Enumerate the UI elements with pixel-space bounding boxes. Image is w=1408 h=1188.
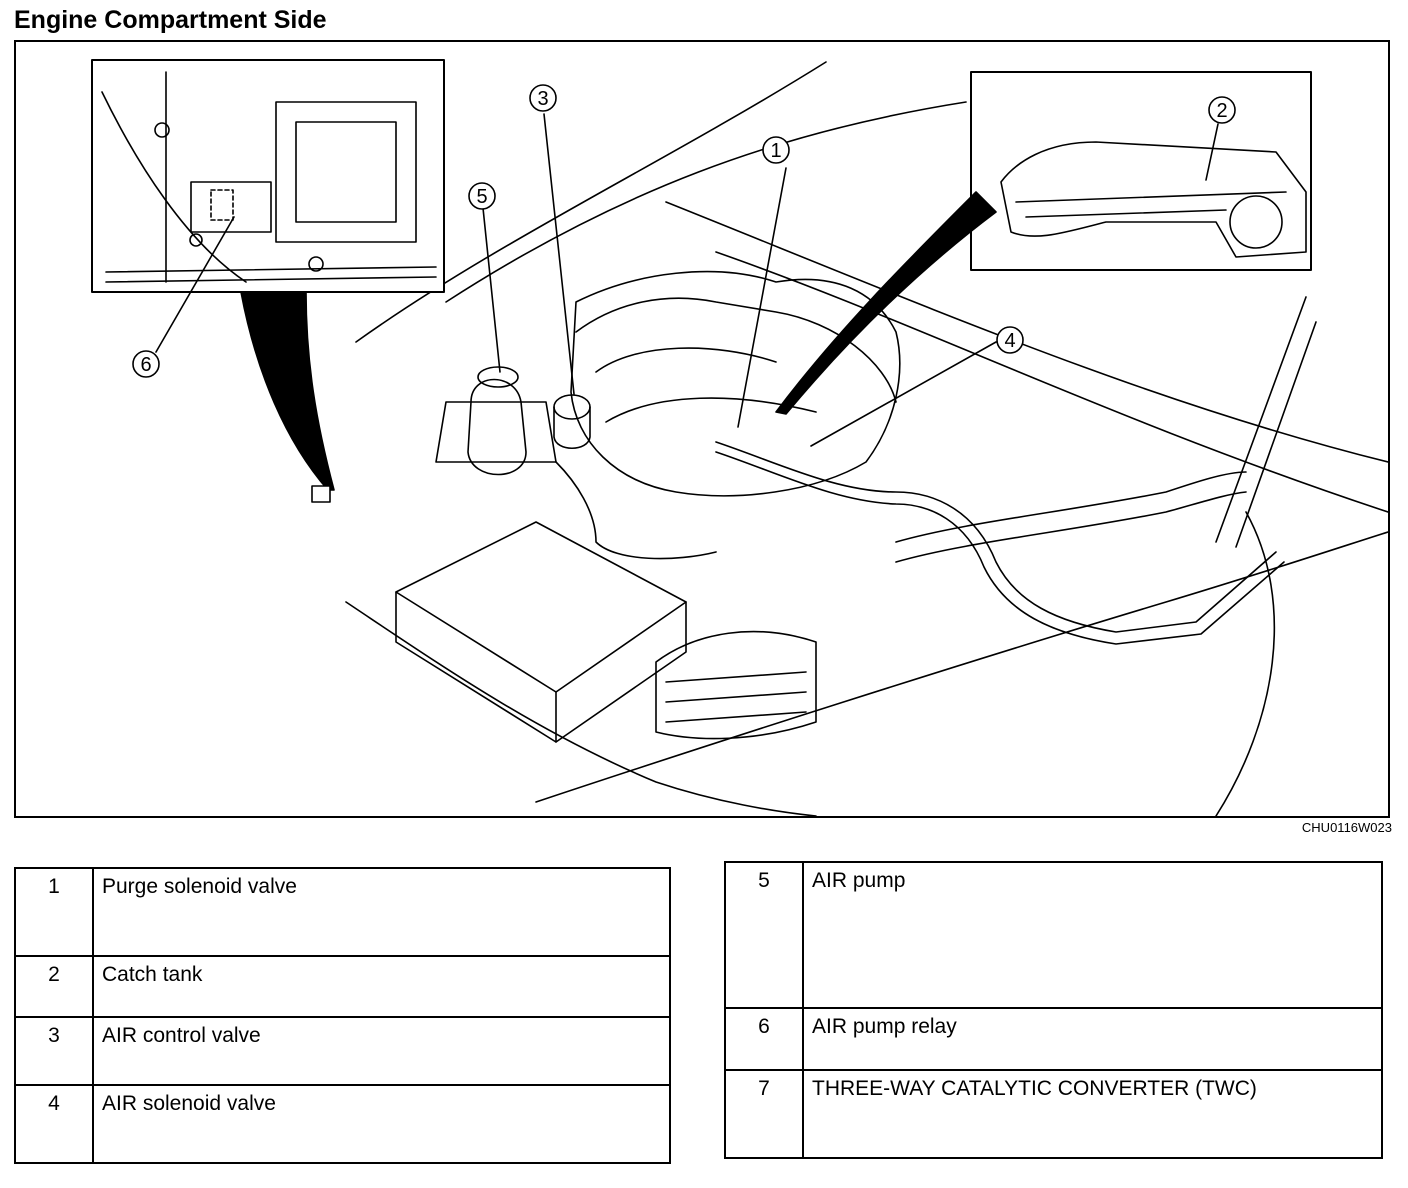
parts-table-right: 5 AIR pump 6 AIR pump relay 7 THREE-WAY … bbox=[724, 861, 1383, 1159]
table-row: 4 AIR solenoid valve bbox=[14, 1084, 671, 1164]
leader-4 bbox=[810, 341, 997, 447]
callout-6: 6 bbox=[132, 350, 160, 378]
table-row: 6 AIR pump relay bbox=[724, 1007, 1383, 1071]
table-row: 7 THREE-WAY CATALYTIC CONVERTER (TWC) bbox=[724, 1069, 1383, 1159]
part-number: 2 bbox=[14, 955, 94, 1018]
callout-label: 3 bbox=[537, 88, 548, 110]
part-name: AIR pump relay bbox=[802, 1007, 1383, 1071]
callout-1: 1 bbox=[762, 136, 790, 164]
exhaust-manifold bbox=[655, 630, 817, 740]
table-row: 5 AIR pump bbox=[724, 861, 1383, 1009]
air-pump-body bbox=[467, 378, 527, 476]
page-title: Engine Compartment Side bbox=[14, 6, 327, 34]
callout-2: 2 bbox=[1208, 96, 1236, 124]
callout-5: 5 bbox=[468, 182, 496, 210]
fender-line bbox=[445, 101, 967, 303]
hood-outline bbox=[355, 61, 827, 343]
engine-compartment-diagram: 1 2 3 4 5 6 bbox=[14, 40, 1390, 818]
exhaust-pipe bbox=[895, 471, 1247, 543]
engine-top bbox=[570, 270, 901, 497]
part-name: THREE-WAY CATALYTIC CONVERTER (TWC) bbox=[802, 1069, 1383, 1159]
callout-4: 4 bbox=[996, 326, 1024, 354]
wheel-arch bbox=[1215, 511, 1276, 816]
part-name: Purge solenoid valve bbox=[92, 867, 671, 957]
diagram-drawing: 1 2 3 4 5 6 bbox=[91, 59, 1388, 816]
intake-runner-1 bbox=[595, 347, 777, 373]
callout-label: 2 bbox=[1216, 100, 1227, 122]
relay-inset-frame bbox=[91, 59, 445, 293]
part-number: 6 bbox=[724, 1007, 804, 1071]
air-hose bbox=[555, 461, 717, 560]
leader-1 bbox=[737, 167, 787, 428]
callout-label: 4 bbox=[1004, 330, 1015, 352]
strut-bar bbox=[1215, 296, 1317, 548]
part-name: AIR pump bbox=[802, 861, 1383, 1009]
callout-label: 1 bbox=[770, 140, 781, 162]
table-row: 1 Purge solenoid valve bbox=[14, 867, 671, 957]
lower-body bbox=[535, 531, 1388, 803]
figure-code: CHU0116W023 bbox=[1301, 820, 1392, 835]
leader-2 bbox=[1205, 123, 1219, 181]
table-row: 3 AIR control valve bbox=[14, 1016, 671, 1086]
vacuum-line-2 bbox=[715, 451, 1285, 645]
table-row: 2 Catch tank bbox=[14, 955, 671, 1018]
part-name: Catch tank bbox=[92, 955, 671, 1018]
battery bbox=[395, 521, 687, 693]
leader-3 bbox=[543, 113, 575, 395]
parts-table-left: 1 Purge solenoid valve 2 Catch tank 3 AI… bbox=[14, 867, 671, 1164]
intake-tube bbox=[575, 297, 897, 403]
leader-6 bbox=[155, 216, 235, 353]
vacuum-line bbox=[715, 441, 1277, 633]
part-name: AIR control valve bbox=[92, 1016, 671, 1086]
part-number: 4 bbox=[14, 1084, 94, 1164]
body-line-lower bbox=[715, 251, 1388, 513]
callout-label: 6 bbox=[140, 354, 151, 376]
part-number: 7 bbox=[724, 1069, 804, 1159]
part-name: AIR solenoid valve bbox=[92, 1084, 671, 1164]
catch-tank-inset-frame bbox=[970, 71, 1312, 271]
callout-label: 5 bbox=[476, 186, 487, 208]
callout-3: 3 bbox=[529, 84, 557, 112]
part-number: 3 bbox=[14, 1016, 94, 1086]
part-number: 1 bbox=[14, 867, 94, 957]
part-number: 5 bbox=[724, 861, 804, 1009]
leader-5 bbox=[482, 207, 501, 373]
front-bumper bbox=[345, 601, 817, 816]
